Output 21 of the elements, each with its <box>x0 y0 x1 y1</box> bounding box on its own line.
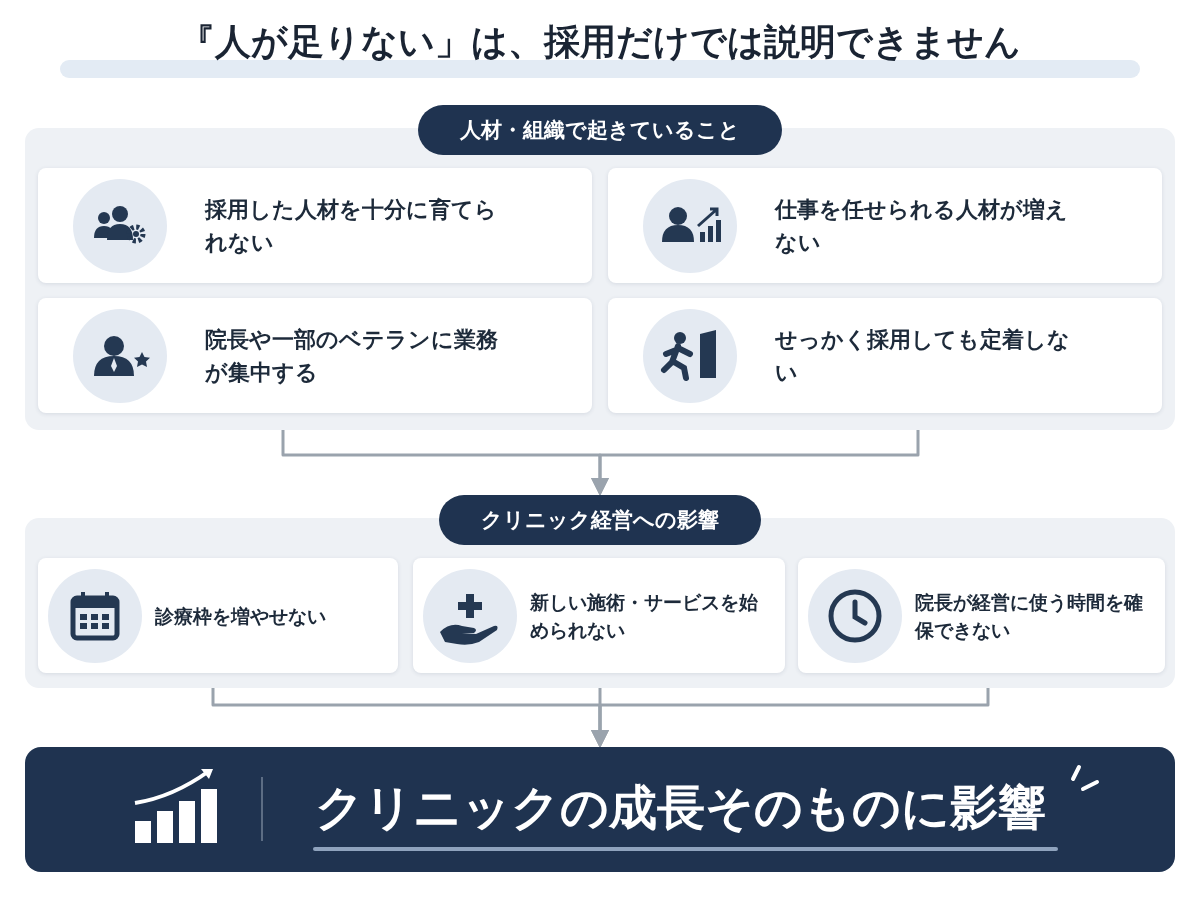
issue-card <box>608 298 1162 413</box>
issue-card <box>38 558 398 673</box>
title: 『人が足りない」は、採用だけでは説明できません <box>178 20 1022 64</box>
card-text: 仕事を任せられる人材が増えない <box>775 195 1069 257</box>
card-text: 採用した人材を十分に育てられない <box>205 195 498 257</box>
issue-card <box>608 168 1162 283</box>
issue-card <box>798 558 1165 673</box>
conclusion-text: クリニックの成長そのものに影響 <box>315 778 1047 837</box>
section-panel <box>25 495 1175 688</box>
card-text: 新しい施術・サービスを始められない <box>530 589 759 643</box>
section-panel <box>25 105 1175 430</box>
issue-card <box>413 558 785 673</box>
card-text: 院長が経営に使う時間を確保できない <box>915 589 1144 643</box>
issue-card <box>38 168 592 283</box>
issue-card <box>38 298 592 413</box>
section-heading: クリニック経営への影響 <box>439 495 761 545</box>
conclusion-banner <box>25 747 1175 872</box>
section-heading: 人材・組織で起きていること <box>418 105 782 155</box>
card-text: せっかく採用しても定着しない <box>775 325 1071 387</box>
card-text: 院長や一部のベテランに業務が集中する <box>205 325 499 387</box>
card-text: 診療枠を増やせない <box>155 603 327 629</box>
